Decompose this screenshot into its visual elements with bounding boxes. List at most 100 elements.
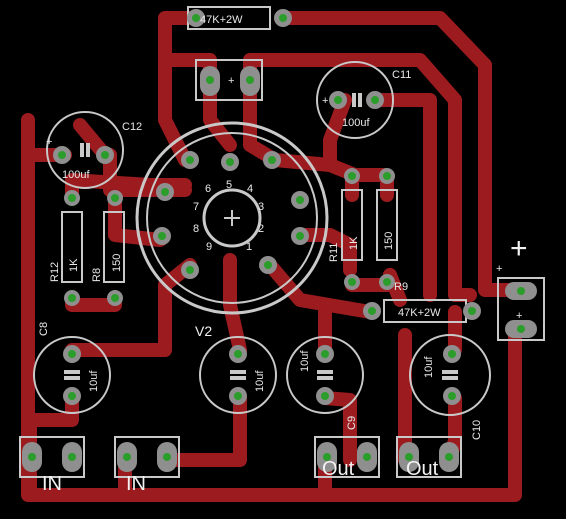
silkscreen [19, 6, 545, 478]
tube-pin-2: 2 [258, 223, 264, 235]
plus-sign: + [228, 75, 234, 87]
pad-hole [68, 294, 76, 302]
pad-hole [192, 14, 200, 22]
r12-label: R12 [49, 262, 61, 282]
center-cap-outline [199, 336, 277, 414]
pad-hole [296, 196, 304, 204]
c8-value: 10uf [88, 370, 100, 392]
pad-hole [111, 194, 119, 202]
c8-label: C8 [38, 322, 50, 336]
c8-plate [64, 376, 80, 380]
c9-outline [286, 336, 364, 414]
trace [243, 53, 477, 302]
r9-value: 150 [383, 232, 395, 250]
power-plus-small: + [496, 263, 502, 275]
tube-pin-7: 7 [193, 201, 199, 213]
r12-body [61, 211, 83, 283]
r8-body [103, 211, 125, 283]
connector-outline-top [195, 59, 263, 101]
c11-plate [352, 93, 356, 107]
r11-label: R11 [328, 243, 340, 262]
pad-hole [445, 453, 453, 461]
c12-outline [46, 111, 124, 189]
pad-hole [68, 350, 76, 358]
pad-hole [334, 96, 342, 104]
trace [108, 188, 167, 247]
power-connector-outline [497, 277, 545, 341]
pad-hole [448, 392, 456, 400]
c9-plate [317, 376, 333, 380]
in1-connector-outline [19, 436, 85, 478]
r-mid-label: 47K+2W [398, 307, 441, 319]
c12-plate [80, 143, 84, 157]
pad-hole [448, 350, 456, 358]
tube-socket-ring [146, 132, 318, 304]
pad-hole [321, 350, 329, 358]
pad-hole [296, 232, 304, 240]
r8-label: R8 [91, 268, 103, 282]
pad-hole [371, 96, 379, 104]
pad-hole [234, 392, 242, 400]
c12-plus: + [46, 136, 52, 148]
pad-hole [226, 158, 234, 166]
pads [22, 9, 537, 472]
tube-pin-4: 4 [247, 183, 253, 195]
out1-connector-outline [314, 436, 380, 478]
pad-hole [246, 76, 254, 84]
c9-label: C9 [346, 416, 358, 430]
r11-value: 1K [348, 236, 360, 250]
out1-label: Out [322, 458, 355, 480]
out2-label: Out [406, 458, 439, 480]
trace [276, 11, 522, 297]
tube-socket-outer [135, 121, 329, 315]
c12-label: C12 [122, 121, 142, 133]
pad-hole [234, 350, 242, 358]
pad-hole [348, 278, 356, 286]
trace [223, 253, 247, 357]
copper-traces [21, 11, 522, 502]
c9-plate [317, 370, 333, 374]
pad-hole [28, 453, 36, 461]
pad-hole [58, 151, 66, 159]
center-cap-plate [230, 370, 246, 374]
pad-hole [161, 188, 169, 196]
c11-value: 100uf [342, 117, 370, 129]
r8-value: 150 [111, 254, 123, 272]
out2-connector-outline [396, 436, 462, 478]
center-cap-value: 10uf [254, 370, 266, 392]
tube-pin-6: 6 [205, 183, 211, 195]
c11-outline [316, 61, 394, 139]
c10-plate [442, 376, 458, 380]
center-cap-plate [230, 376, 246, 380]
c10-label: C10 [471, 420, 483, 440]
power-plus-small: + [516, 310, 522, 322]
pad-hole [323, 453, 331, 461]
c11-plate [358, 93, 362, 107]
pad-hole [517, 325, 525, 333]
pad-hole [101, 151, 109, 159]
tube-pin-1: 1 [246, 241, 252, 253]
pad-hole [158, 232, 166, 240]
pad-hole [279, 14, 287, 22]
c12-value: 100uf [62, 169, 90, 181]
v2-label: V2 [195, 323, 212, 339]
pad-hole [163, 453, 171, 461]
pad-hole [264, 261, 272, 269]
pad-hole [348, 172, 356, 180]
tube-socket-center [202, 188, 262, 248]
pad-hole [468, 307, 476, 315]
power-plus-label: + [510, 232, 528, 265]
pad-hole [111, 294, 119, 302]
tube-pin-9: 9 [206, 241, 212, 253]
trace [65, 258, 197, 357]
trace [263, 258, 377, 319]
trace [23, 391, 79, 457]
pad-hole [383, 278, 391, 286]
trace [158, 11, 202, 167]
pad-hole [517, 287, 525, 295]
trace [21, 113, 522, 502]
r11-body [341, 189, 363, 261]
c12-plate [86, 143, 90, 157]
r9-label: R9 [394, 281, 408, 293]
